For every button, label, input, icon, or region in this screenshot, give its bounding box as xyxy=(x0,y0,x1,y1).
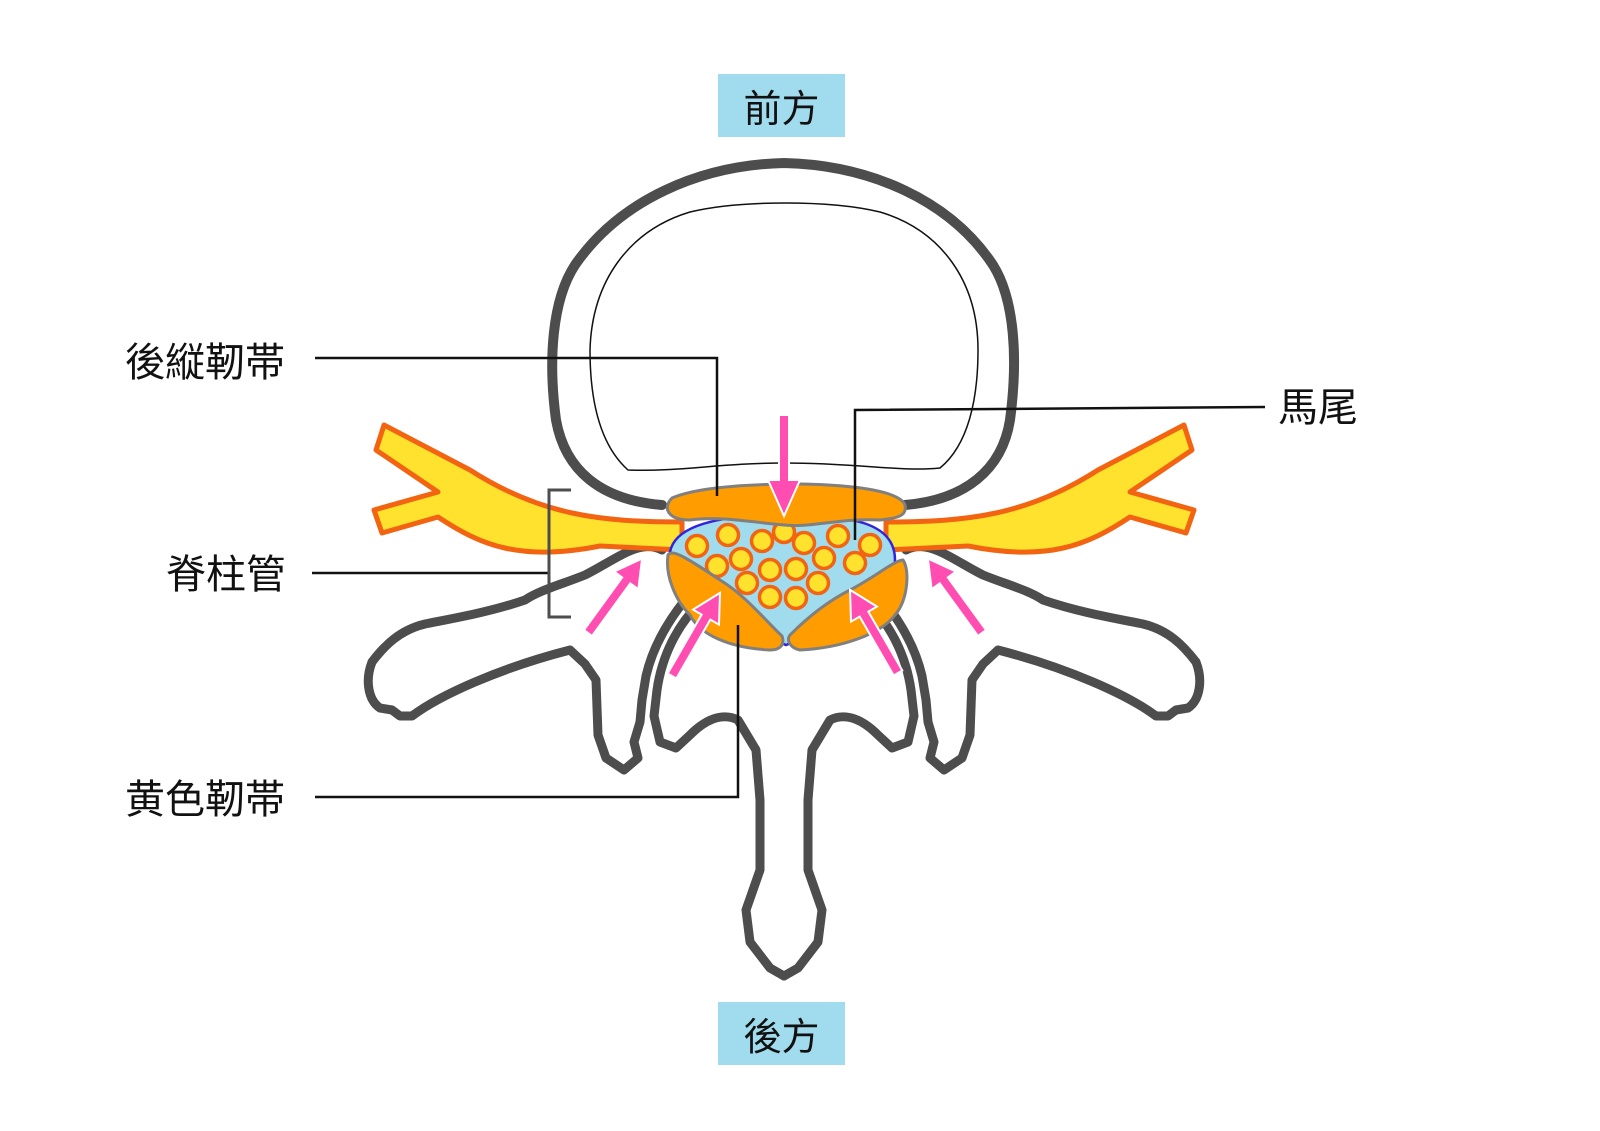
vertebral-body-outer xyxy=(547,157,1020,510)
compression-arrows xyxy=(582,414,988,680)
arrow-icon xyxy=(848,588,904,677)
arrow-icon xyxy=(582,556,644,638)
spinal-canal-bracket xyxy=(547,488,571,619)
ligamentum-flavum-label: 黄色靭帯 xyxy=(125,777,285,823)
arrow-icon xyxy=(666,591,722,680)
arrow-icon xyxy=(926,556,988,638)
posterior-direction-label: 後方 xyxy=(718,1002,845,1065)
leader-lines xyxy=(312,356,1266,799)
posterior-longitudinal-ligament-label: 後縦靭帯 xyxy=(125,340,285,386)
anterior-direction-label: 前方 xyxy=(718,74,845,137)
vertebral-body-inner xyxy=(589,202,979,472)
arrow-down-icon xyxy=(766,414,802,519)
cauda-equina-fibers xyxy=(684,519,883,611)
cauda-equina-label: 馬尾 xyxy=(1278,385,1358,431)
spinal-canal-label: 脊柱管 xyxy=(166,552,286,598)
